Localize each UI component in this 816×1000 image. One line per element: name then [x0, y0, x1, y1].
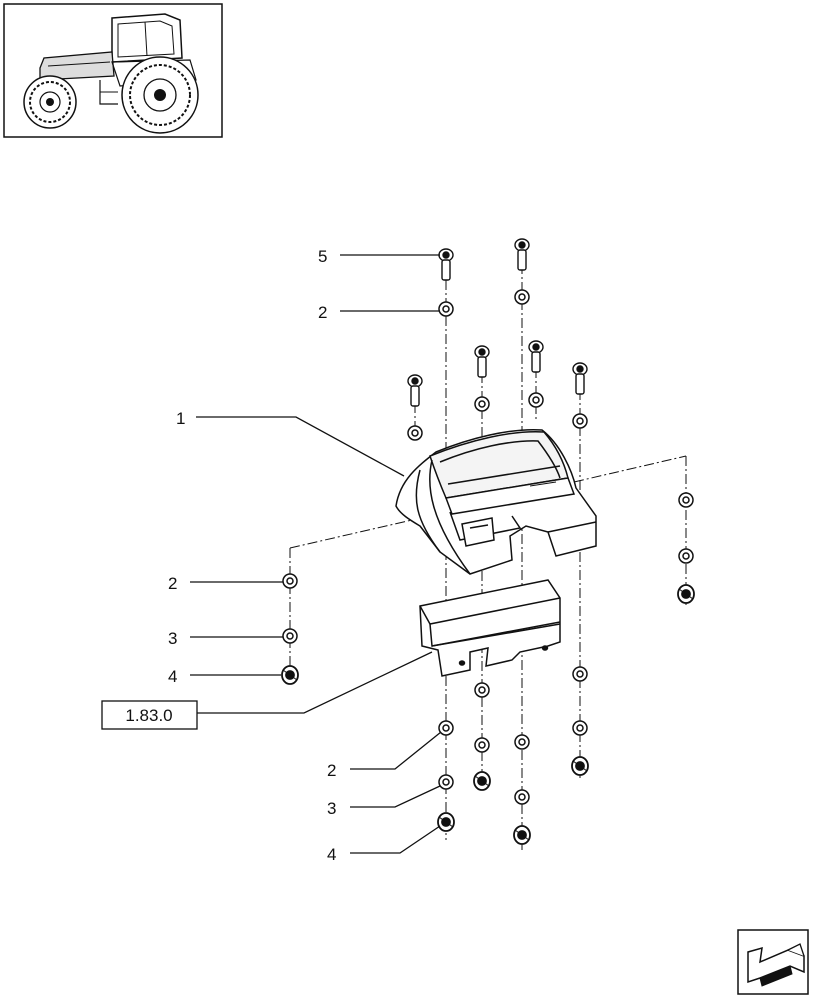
- bolt: [407, 374, 423, 407]
- callout-4: 4: [327, 845, 336, 864]
- callout-2: 2: [318, 303, 327, 322]
- washers: [282, 289, 694, 805]
- callout-2: 2: [327, 761, 336, 780]
- callout-3: 3: [327, 799, 336, 818]
- callout-1: 1: [176, 409, 185, 428]
- nuts: [281, 584, 695, 845]
- bolt-part-5: [438, 248, 454, 281]
- tractor-thumbnail-icon: [3, 3, 223, 138]
- callout-labels: 5 2 1 2 3 4 2 3 4: [168, 247, 336, 864]
- dashboard-cover-part-1: [395, 428, 597, 575]
- reference-box[interactable]: 1.83.0: [101, 700, 198, 730]
- callout-4: 4: [168, 667, 177, 686]
- bolt: [572, 362, 588, 395]
- page-navigation-arrow-icon[interactable]: [737, 929, 809, 995]
- callout-5: 5: [318, 247, 327, 266]
- bolt: [514, 238, 530, 271]
- bolts: [407, 238, 588, 407]
- callout-3: 3: [168, 629, 177, 648]
- mounting-bracket: [419, 579, 561, 677]
- callout-2: 2: [168, 574, 177, 593]
- leader-lines: [190, 254, 442, 854]
- bolt: [528, 340, 544, 373]
- alignment-lines: [289, 246, 687, 850]
- bolt: [474, 345, 490, 378]
- reference-label: 1.83.0: [125, 706, 172, 725]
